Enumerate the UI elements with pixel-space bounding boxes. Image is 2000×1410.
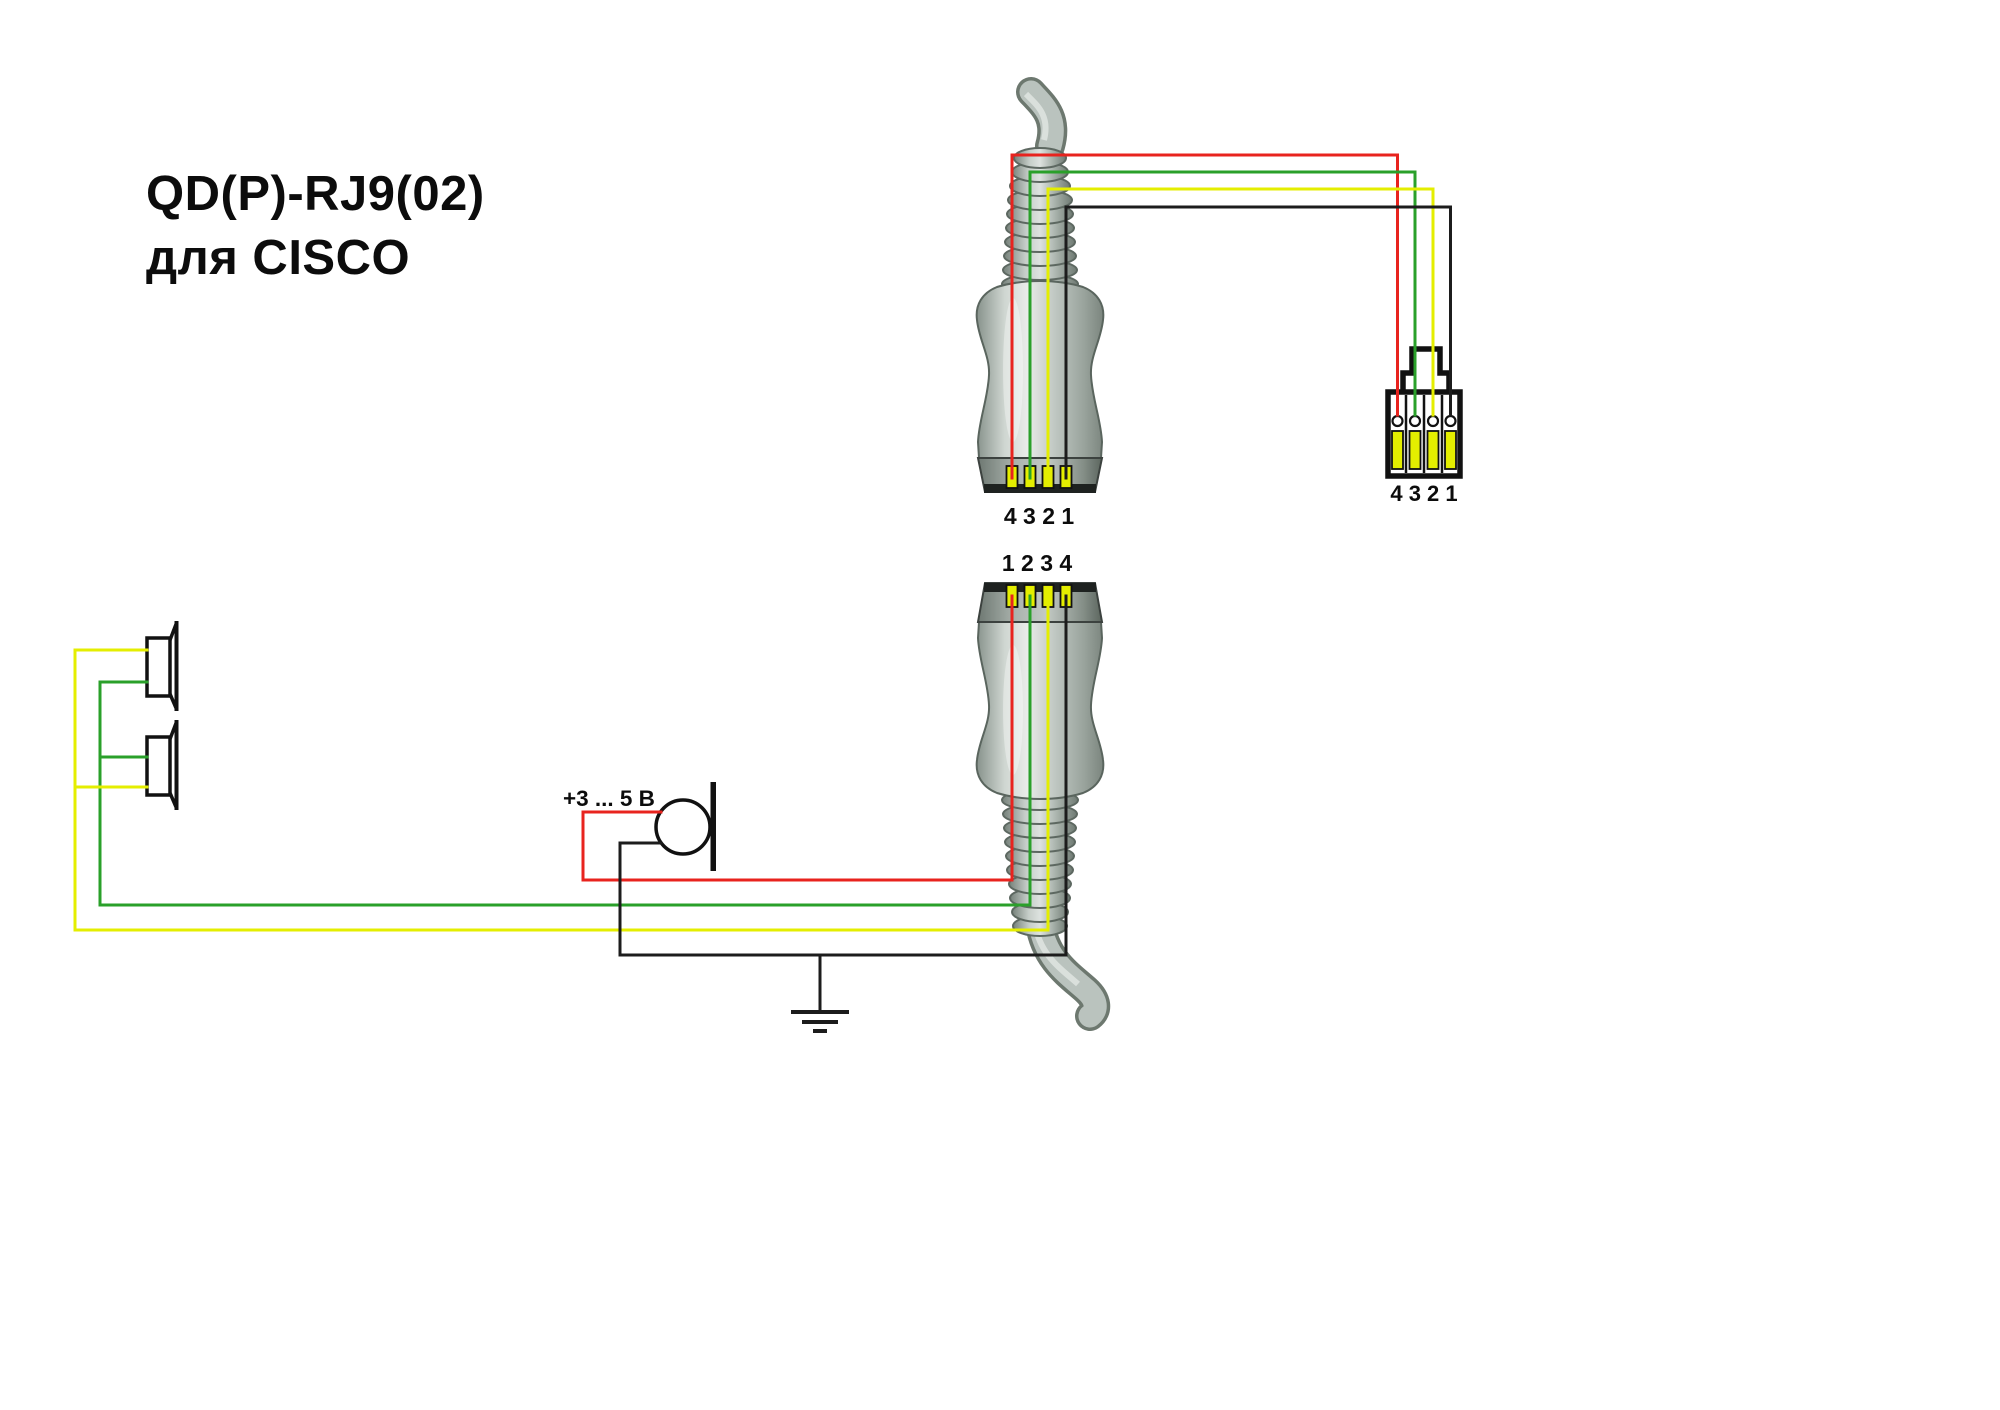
cable-top-inner xyxy=(1019,80,1064,158)
rj9-connector xyxy=(1385,346,1463,479)
rj9-pin-4 xyxy=(1391,430,1404,470)
rj9-wire-hole-1 xyxy=(1444,414,1457,428)
speaker-top xyxy=(145,621,179,711)
qd-connector-top xyxy=(975,77,1105,493)
wire-red-qd-to-rj9 xyxy=(1010,153,1399,480)
rj9-pin-3 xyxy=(1408,430,1422,470)
qd-bottom-pin-labels: 1 2 3 4 xyxy=(1002,550,1073,576)
page-title-line2: для CISCO xyxy=(146,231,410,285)
speaker-body xyxy=(145,636,172,698)
wire-green xyxy=(98,170,1417,907)
wire-green-speaker-run xyxy=(98,594,1032,907)
qd-body-top xyxy=(975,280,1105,459)
wire-green-qd-to-rj9 xyxy=(1028,170,1417,480)
wire-yellow-speaker-run xyxy=(73,594,1050,932)
mic-baffle-plate xyxy=(710,782,716,871)
cable-top-highlight xyxy=(1023,91,1049,141)
qd-connector-bottom xyxy=(975,582,1111,1031)
cable-bottom-inner xyxy=(1028,912,1107,1028)
wire-red-mic-supply xyxy=(581,594,1014,882)
qd-top-pin-labels: 4 3 2 1 xyxy=(1004,503,1075,529)
qd-body-bottom xyxy=(975,621,1105,800)
page-title-line1: QD(P)-RJ9(02) xyxy=(146,167,485,221)
wire-red xyxy=(581,153,1399,882)
rj9-wire-hole-4 xyxy=(1391,414,1404,428)
rj9-wire-hole-2 xyxy=(1426,414,1440,428)
rj9-pin-2 xyxy=(1426,430,1440,470)
ground-symbol xyxy=(791,955,849,1033)
qd-face-bottom-edge xyxy=(984,583,1096,592)
coil-ring xyxy=(1013,147,1067,169)
wire-yellow xyxy=(73,187,1435,932)
wire-yellow-qd-to-rj9 xyxy=(1046,187,1435,480)
rj9-pin-labels: 4 3 2 1 xyxy=(1390,481,1457,506)
qd-face-top-edge xyxy=(984,484,1096,493)
microphone xyxy=(654,782,716,871)
speaker-bottom xyxy=(145,720,179,810)
wire-black-ground-run xyxy=(618,594,1068,957)
mic-capsule xyxy=(654,798,712,856)
wire-black xyxy=(618,205,1452,957)
rj9-wire-hole-3 xyxy=(1408,414,1422,428)
rj9-pin-1 xyxy=(1444,430,1457,470)
mic-voltage-label: +3 ... 5 В xyxy=(563,786,655,811)
speaker-body xyxy=(145,735,172,797)
wire-black-qd-to-rj9 xyxy=(1064,205,1452,480)
rj9-latch-clip xyxy=(1400,346,1452,392)
